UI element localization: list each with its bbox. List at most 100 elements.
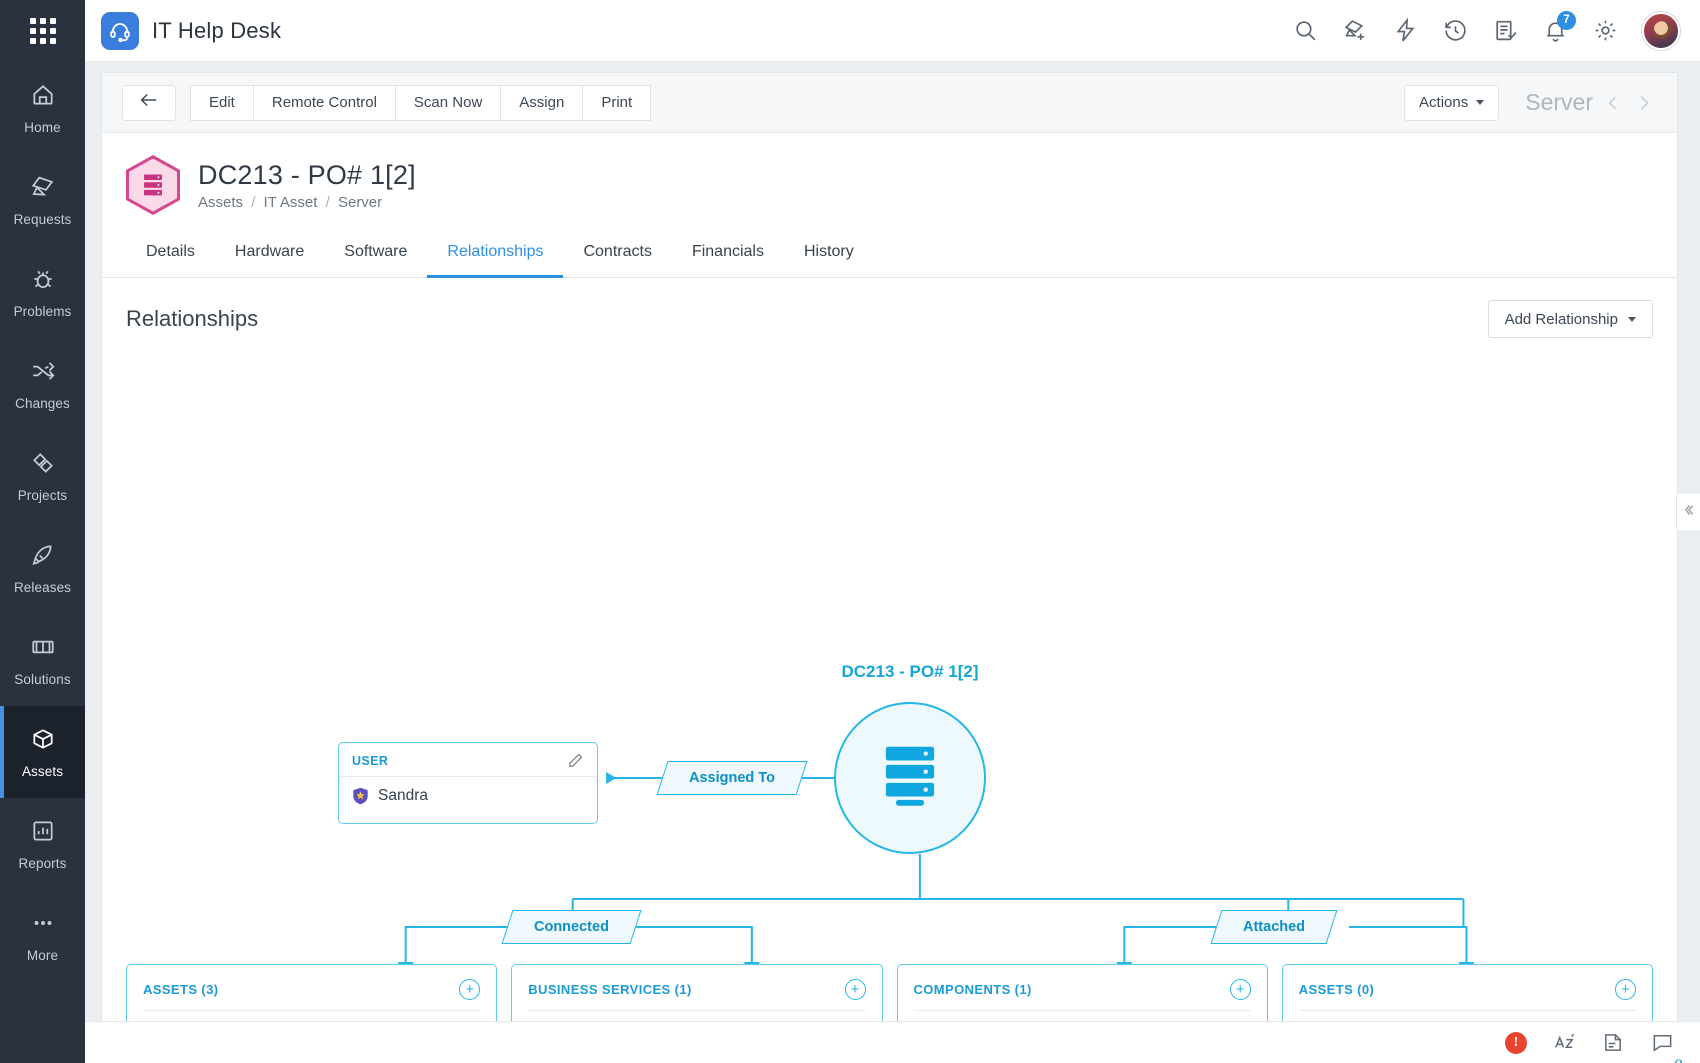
add-ticket-icon[interactable]	[1342, 18, 1368, 44]
tab-relationships[interactable]: Relationships	[427, 231, 564, 278]
search-icon[interactable]	[1292, 18, 1318, 44]
chevron-down-icon	[1476, 100, 1485, 105]
back-button[interactable]	[122, 84, 176, 121]
plus-circle-icon[interactable]: +	[1615, 979, 1636, 1000]
print-button[interactable]: Print	[583, 84, 652, 121]
breadcrumb-separator: /	[325, 193, 330, 211]
sidebar-item-label: Releases	[13, 579, 72, 595]
add-relationship-label: Add Relationship	[1504, 310, 1618, 328]
tab-hardware[interactable]: Hardware	[234, 243, 305, 260]
breadcrumb-separator: /	[251, 193, 256, 211]
section-title: Relationships	[126, 306, 259, 331]
breadcrumb-item-server[interactable]: Server	[337, 193, 383, 211]
sidebar-item-home[interactable]: Home	[0, 62, 85, 154]
breadcrumb-item-assets[interactable]: Assets	[198, 193, 244, 211]
notification-count-badge: 7	[1557, 10, 1576, 30]
history-icon[interactable]	[1442, 18, 1468, 44]
sidebar-item-label: Changes	[15, 395, 70, 411]
sidebar-item-reports[interactable]: Reports	[0, 798, 85, 890]
sidebar-item-solutions[interactable]: Solutions	[0, 614, 85, 706]
projects-icon	[30, 450, 56, 481]
edge-label-attached: Attached	[1210, 910, 1338, 944]
sidebar-item-problems[interactable]: Problems	[0, 246, 85, 338]
relationship-diagram: DC213 - PO# 1[2] Assigned To Connected A…	[102, 344, 1677, 1063]
shield-star-icon	[352, 787, 369, 805]
record-navigation: Server	[1525, 89, 1655, 116]
bottom-status-bar: ! β	[85, 1021, 1700, 1063]
sidebar-item-projects[interactable]: Projects	[0, 430, 85, 522]
back-arrow-icon	[138, 89, 160, 116]
app-title: IT Help Desk	[152, 17, 282, 43]
sidebar-item-releases[interactable]: Releases	[0, 522, 85, 614]
header-actions: 7	[1292, 10, 1680, 50]
tab-details[interactable]: Details	[146, 243, 195, 260]
top-header: IT Help Desk 7	[85, 0, 1700, 62]
server-hex-icon	[126, 155, 180, 215]
note-edit-icon[interactable]	[1602, 1031, 1625, 1054]
tab-contracts[interactable]: Contracts	[583, 243, 652, 260]
edit-button[interactable]: Edit	[190, 84, 254, 121]
record-title-bar: DC213 - PO# 1[2] Assets / IT Asset / Ser…	[102, 133, 1677, 215]
user-card-member[interactable]: Sandra	[339, 777, 597, 815]
server-icon	[878, 743, 942, 814]
sidebar-item-changes[interactable]: Changes	[0, 338, 85, 430]
divider	[528, 1010, 866, 1011]
add-relationship-button[interactable]: Add Relationship	[1487, 300, 1653, 338]
pencil-icon[interactable]	[567, 752, 584, 769]
tab-software[interactable]: Software	[344, 243, 408, 260]
tab-history[interactable]: History	[803, 243, 854, 260]
breadcrumb-item-it-asset[interactable]: IT Asset	[263, 193, 318, 211]
record-sheet: Edit Remote Control Scan Now Assign Prin…	[101, 72, 1678, 1063]
actions-label: Actions	[1419, 94, 1469, 111]
sidebar-item-label: Requests	[13, 211, 72, 227]
chevron-left-collapse-icon	[1682, 503, 1696, 522]
scan-now-button[interactable]: Scan Now	[395, 84, 502, 121]
sidebar-item-more[interactable]: More	[0, 890, 85, 982]
remote-control-button[interactable]: Remote Control	[253, 84, 396, 121]
avatar[interactable]	[1642, 11, 1680, 50]
gear-icon[interactable]	[1592, 18, 1618, 44]
right-panel-collapse-handle[interactable]	[1676, 492, 1700, 532]
user-relationship-card: USER Sandra	[338, 742, 598, 824]
alert-badge-icon[interactable]: !	[1505, 1031, 1527, 1054]
plus-circle-icon[interactable]: +	[459, 979, 481, 1000]
chat-icon[interactable]	[1651, 1031, 1674, 1054]
tab-financials[interactable]: Financials	[691, 243, 764, 260]
chevron-right-icon[interactable]	[1633, 92, 1655, 114]
alert-count: !	[1505, 1031, 1527, 1054]
edge-label-assigned-to: Assigned To	[656, 761, 808, 795]
actions-dropdown-button[interactable]: Actions	[1404, 84, 1500, 121]
sidebar-item-requests[interactable]: Requests	[0, 154, 85, 246]
bug-icon	[30, 266, 56, 297]
sidebar-item-label: Problems	[13, 303, 72, 319]
beta-mark: β	[1673, 1057, 1682, 1063]
sidebar-item-label: More	[26, 947, 59, 963]
ellipsis-icon	[30, 910, 56, 941]
page-body: Edit Remote Control Scan Now Assign Prin…	[85, 62, 1700, 1063]
accessibility-icon[interactable]	[1553, 1031, 1576, 1054]
sidebar-item-assets[interactable]: Assets	[0, 706, 85, 798]
sidebar-item-label: Solutions	[14, 671, 71, 687]
chart-icon	[30, 818, 56, 849]
plus-circle-icon[interactable]: +	[1229, 979, 1251, 1000]
quick-action-icon[interactable]	[1392, 18, 1418, 44]
card-title: COMPONENTS (1)	[913, 982, 1032, 997]
chevron-left-icon[interactable]	[1603, 93, 1623, 113]
diagram-root-node[interactable]	[834, 702, 986, 854]
tasks-icon[interactable]	[1492, 18, 1518, 44]
card-title: ASSETS (0)	[1298, 982, 1375, 997]
box-icon	[30, 726, 56, 757]
divider	[143, 1010, 481, 1011]
sidebar-item-label: Reports	[18, 855, 67, 871]
user-card-member-name: Sandra	[378, 787, 428, 804]
record-action-bar: Edit Remote Control Scan Now Assign Prin…	[102, 73, 1677, 133]
app-grid-button[interactable]	[0, 0, 85, 62]
notifications-bell-icon[interactable]: 7	[1542, 10, 1576, 44]
assign-button[interactable]: Assign	[501, 84, 584, 121]
divider	[1298, 1010, 1636, 1011]
user-card-title: USER	[352, 753, 389, 768]
home-icon	[30, 82, 56, 113]
plus-circle-icon[interactable]: +	[844, 979, 866, 1000]
brand[interactable]: IT Help Desk	[101, 11, 282, 50]
